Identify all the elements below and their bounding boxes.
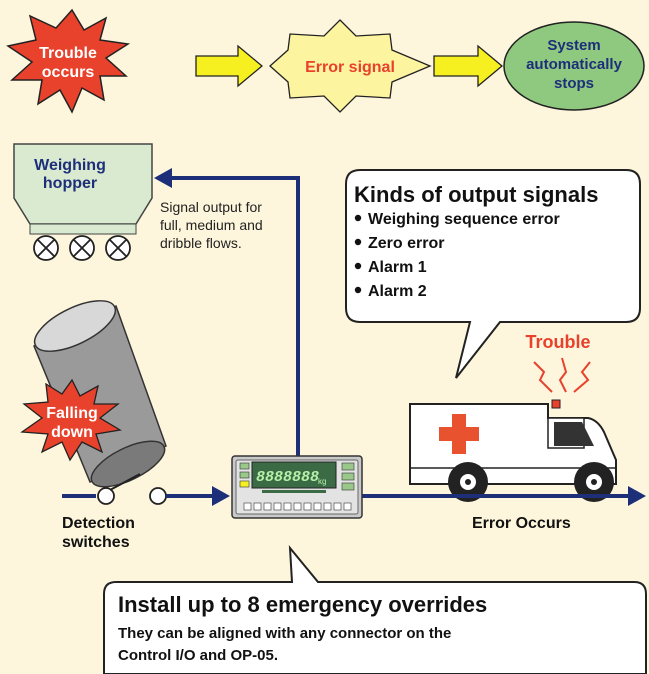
red-cross-icon (439, 414, 479, 454)
trouble-occurs-burst: Trouble occurs (6, 8, 131, 114)
output-signals-list: Weighing sequence error Zero error Alarm… (354, 211, 560, 300)
overrides-body-line1: They can be aligned with any connector o… (118, 625, 451, 642)
detection-label-line1: Detection (62, 515, 135, 532)
indicator-keypad (243, 502, 352, 511)
gate-valve-3 (105, 235, 131, 261)
gate-valve-2 (69, 235, 95, 261)
weighing-hopper: Weighing hopper (13, 143, 153, 261)
overrides-title: Install up to 8 emergency overrides (118, 592, 487, 617)
system-stops-line2: automatically (526, 56, 623, 73)
output-signal-item: Weighing sequence error (368, 211, 560, 228)
signal-output-line2: full, medium and (160, 217, 263, 233)
falling-down-burst: Falling down (20, 378, 122, 462)
output-signal-item: Alarm 1 (368, 259, 427, 276)
signal-output-line1: Signal output for (160, 199, 262, 215)
indicator-display: 8888888 (256, 469, 319, 486)
trouble-label-line1: Trouble (39, 45, 97, 62)
error-occurs-label: Error Occurs (472, 515, 571, 532)
system-stops-line3: stops (554, 75, 594, 92)
ambulance-wheel-rear (448, 462, 488, 502)
system-stops-line1: System (547, 37, 600, 54)
arrow-2 (433, 44, 504, 88)
detection-line (62, 473, 646, 506)
detection-label-line2: switches (62, 534, 130, 551)
hopper-label-line1: Weighing (34, 157, 106, 174)
output-signals-callout: Kinds of output signals Weighing sequenc… (345, 169, 641, 379)
ambulance-wheel-front (574, 462, 614, 502)
ambulance (409, 399, 617, 502)
output-signal-item: Alarm 2 (368, 283, 427, 300)
weighing-indicator: 8888888 kg (231, 455, 363, 519)
signal-output-line (154, 168, 300, 458)
indicator-unit: kg (318, 477, 326, 486)
arrow-1 (195, 44, 264, 88)
system-stops-ellipse: System automatically stops (503, 21, 645, 111)
alert-marks (533, 357, 591, 393)
gate-valve-1 (33, 235, 59, 261)
error-signal-star: Error signal (269, 19, 432, 113)
error-signal-label: Error signal (305, 59, 395, 76)
hopper-label-line2: hopper (43, 175, 97, 192)
trouble-label-line2: occurs (42, 64, 95, 81)
ambulance-trouble-label: Trouble (525, 332, 590, 352)
falling-label-line1: Falling (46, 405, 98, 422)
falling-label-line2: down (51, 424, 93, 441)
overrides-callout: Install up to 8 emergency overrides They… (103, 544, 647, 674)
output-signals-title: Kinds of output signals (354, 182, 598, 207)
output-signal-item: Zero error (368, 235, 444, 252)
signal-output-line3: dribble flows. (160, 235, 242, 251)
overrides-body-line2: Control I/O and OP-05. (118, 647, 278, 664)
